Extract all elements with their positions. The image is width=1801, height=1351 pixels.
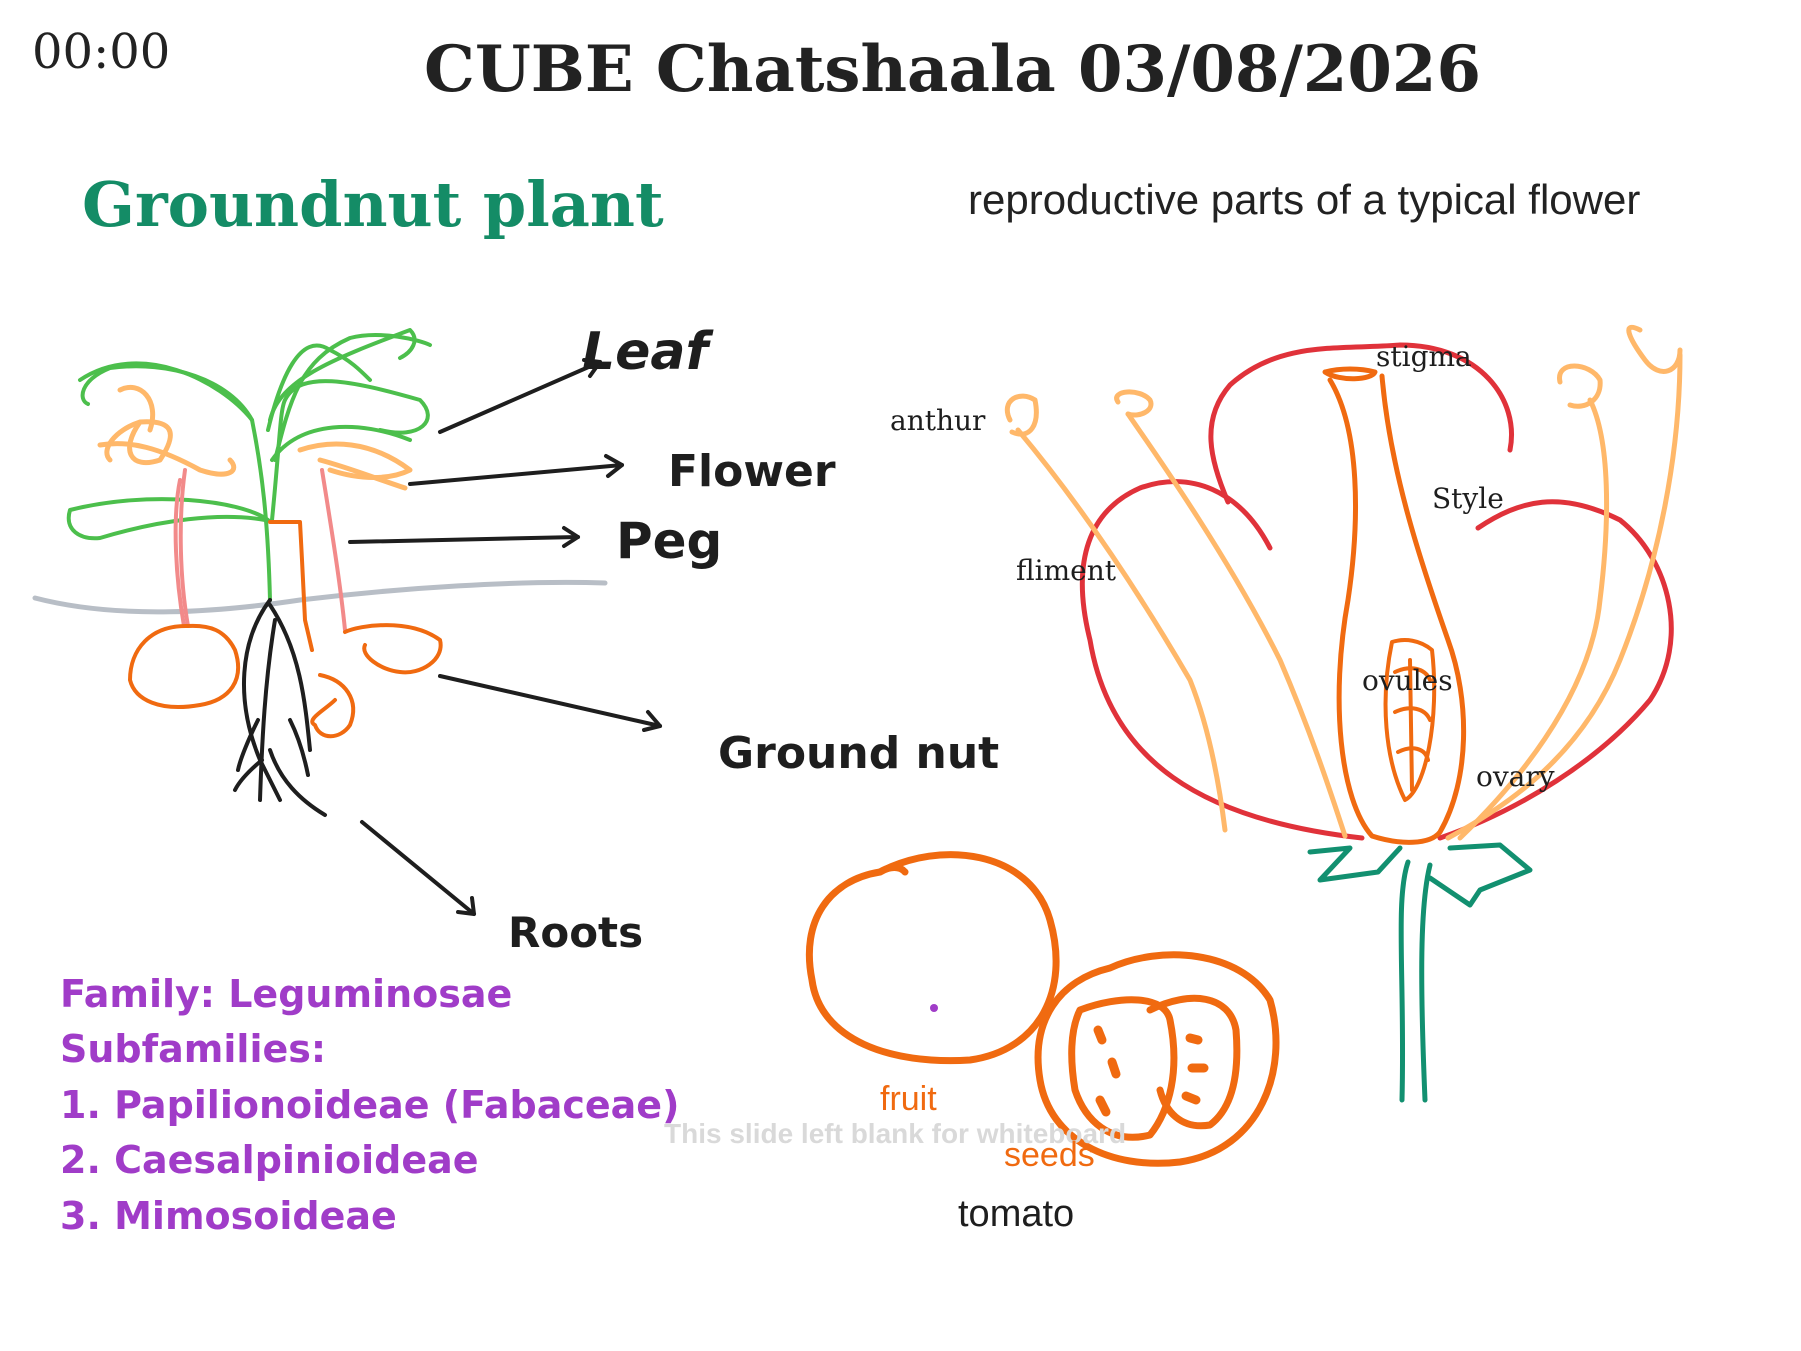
orange-peg bbox=[268, 520, 314, 652]
petals bbox=[1079, 342, 1674, 841]
label-style: Style bbox=[1432, 482, 1504, 515]
label-stigma: stigma bbox=[1376, 340, 1472, 373]
cut-tomato bbox=[1034, 951, 1280, 1167]
label-ovary: ovary bbox=[1476, 760, 1555, 793]
family-line: Family: Leguminosae bbox=[60, 972, 513, 1016]
pistil bbox=[1322, 366, 1467, 845]
groundnut-drawing bbox=[32, 328, 662, 916]
label-tomato: tomato bbox=[958, 1193, 1075, 1235]
tomato-drawing bbox=[805, 851, 1280, 1167]
label-ovules: ovules bbox=[1362, 664, 1453, 697]
flower-buds bbox=[97, 384, 413, 491]
label-flower: Flower bbox=[668, 446, 836, 497]
ground-line bbox=[32, 579, 608, 615]
stamens bbox=[1005, 324, 1683, 841]
slide-title: CUBE Chatshaala 03/08/2026 bbox=[424, 32, 1481, 107]
subfamily-2: 2. Caesalpinioideae bbox=[60, 1138, 479, 1182]
whole-tomato bbox=[805, 851, 1060, 1065]
blank-slide-note: This slide left blank for whiteboard bbox=[664, 1118, 1127, 1149]
label-seeds: seeds bbox=[1004, 1136, 1095, 1174]
label-roots: Roots bbox=[508, 908, 644, 957]
roots bbox=[233, 598, 327, 817]
groundnut-heading: Groundnut plant bbox=[82, 168, 664, 241]
subfamily-3: 3. Mimosoideae bbox=[60, 1194, 397, 1238]
label-fruit: fruit bbox=[880, 1080, 937, 1118]
sepals-stem bbox=[1307, 842, 1533, 1103]
ovules bbox=[1383, 638, 1437, 802]
ground-nuts bbox=[128, 623, 443, 739]
subfamilies-line: Subfamilies: bbox=[60, 1027, 327, 1071]
tomato-seeds bbox=[1093, 1025, 1209, 1117]
label-leaf: Leaf bbox=[582, 322, 709, 382]
label-peg: Peg bbox=[616, 512, 723, 570]
leaves bbox=[66, 328, 432, 602]
flower-heading: reproductive parts of a typical flower bbox=[968, 176, 1641, 223]
pegs bbox=[173, 468, 347, 632]
label-anthur: anthur bbox=[890, 404, 986, 437]
purple-dot bbox=[930, 1004, 938, 1012]
flower-diagram bbox=[1005, 324, 1683, 1103]
timer: 00:00 bbox=[32, 24, 171, 80]
subfamily-1: 1. Papilionoideae (Fabaceae) bbox=[60, 1083, 680, 1127]
label-ground-nut: Ground nut bbox=[718, 728, 1000, 779]
label-arrows bbox=[348, 358, 662, 916]
label-fliment: fliment bbox=[1016, 554, 1117, 587]
